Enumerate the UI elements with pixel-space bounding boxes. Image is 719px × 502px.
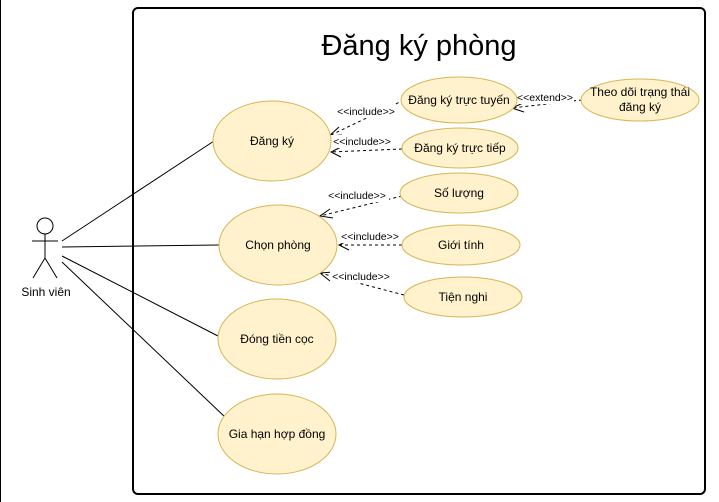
actor-right-leg (44, 257, 58, 279)
extend-label: <<extend>> (517, 92, 573, 104)
actor-left-leg (32, 257, 46, 279)
use-case-gioi-tinh[interactable]: Giới tính (401, 224, 521, 266)
assoc-dong-tien-coc (61, 255, 219, 337)
use-case-gioi-tinh-label: Giới tính (438, 238, 484, 252)
include-truc-tiep: <<include>> (329, 135, 403, 158)
actor-head (36, 217, 54, 235)
actor-sinh-vien[interactable]: Sinh viên (21, 217, 71, 299)
use-case-so-luong-label: Số lượng (434, 186, 484, 200)
system-title: Đăng ký phòng (321, 30, 516, 62)
use-case-theo-doi-label-1: Theo dõi trạng thái (590, 85, 690, 99)
use-case-truc-tiep[interactable]: Đăng ký trực tiếp (401, 127, 519, 169)
include-tien-nghi: <<include>> (318, 270, 405, 296)
use-case-dang-ky-label: Đăng ký (250, 134, 294, 148)
use-case-truc-tiep-label: Đăng ký trực tiếp (414, 141, 506, 155)
include-label-5: <<include>> (332, 271, 390, 283)
assoc-gia-han (61, 261, 227, 419)
use-case-truc-tuyen[interactable]: Đăng ký trực tuyến (400, 76, 518, 124)
assoc-dang-ky (61, 140, 215, 242)
use-case-theo-doi-label-2: đăng ký (619, 100, 661, 114)
use-case-dang-ky[interactable]: Đăng ký (212, 100, 332, 182)
include-so-luong: <<include>> (318, 189, 403, 219)
use-case-gia-han-label: Gia hạn hợp đồng (229, 427, 326, 441)
use-case-so-luong[interactable]: Số lượng (399, 172, 519, 214)
use-case-truc-tuyen-label: Đăng ký trực tuyến (408, 93, 509, 107)
use-case-tien-nghi[interactable]: Tiện nghi (403, 276, 523, 318)
include-label-2: <<include>> (333, 136, 391, 148)
assoc-chon-phong (61, 244, 220, 248)
use-case-chon-phong[interactable]: Chọn phòng (218, 204, 338, 286)
include-label-3: <<include>> (328, 190, 386, 202)
include-label-4: <<include>> (341, 231, 399, 243)
use-case-theo-doi[interactable]: Theo dõi trạng thái đăng ký (580, 78, 700, 122)
use-case-chon-phong-label: Chọn phòng (245, 238, 310, 252)
include-label-1: <<include>> (337, 106, 395, 118)
use-case-dong-tien-coc-label: Đóng tiền cọc (240, 332, 313, 346)
use-case-tien-nghi-label: Tiện nghi (439, 290, 488, 304)
extend-theo-doi: <<extend>> (510, 91, 583, 113)
use-case-dong-tien-coc[interactable]: Đóng tiền cọc (217, 298, 337, 380)
include-gioi-tinh: <<include>> (337, 230, 402, 251)
use-case-gia-han[interactable]: Gia hạn hợp đồng (217, 393, 337, 475)
actor-label: Sinh viên (21, 285, 70, 299)
